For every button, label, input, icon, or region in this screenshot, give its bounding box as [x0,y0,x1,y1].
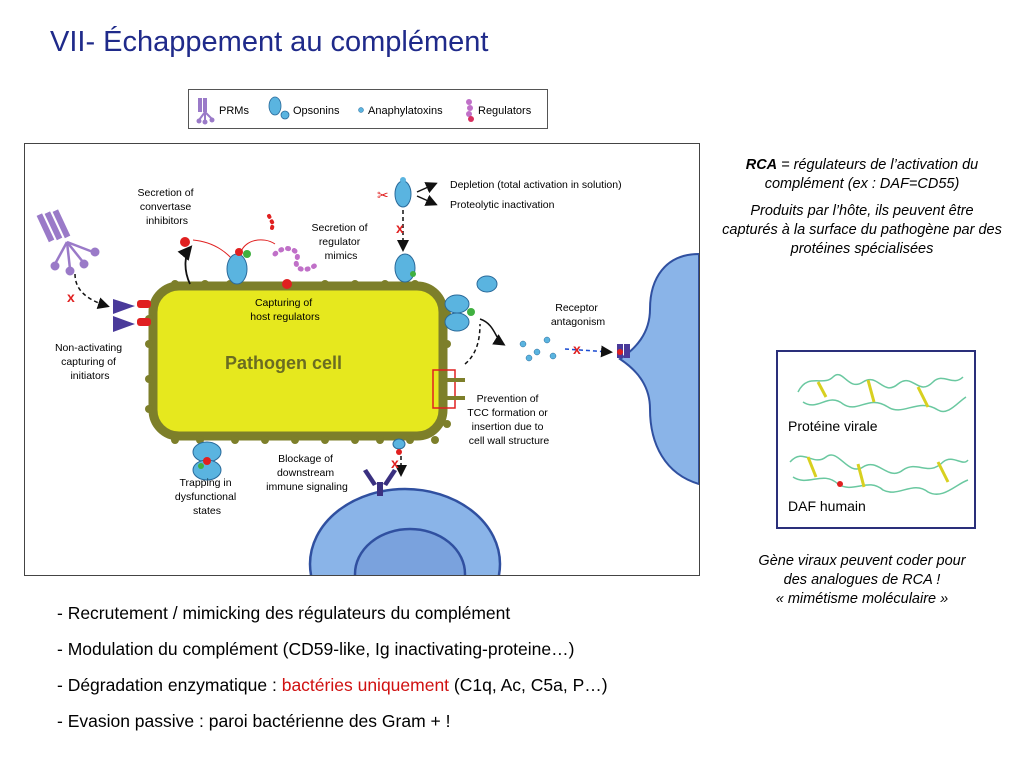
viral-protein-structure [797,374,967,413]
opsonin-icon [268,96,290,120]
host-products-text: Produits par l’hôte, ils peuvent être ca… [722,203,1002,257]
regulator-icon [466,99,474,122]
legend-label-opsonins: Opsonins [293,105,340,117]
regulator-mimic [272,246,320,272]
block-mark-prm: x [67,289,75,305]
receptor-label: Receptor antagonism [551,302,606,328]
capturing-host-label: Capturing of host regulators [250,297,319,323]
bullet-recruitment: - Recrutement / mimicking des régulateur… [57,603,511,623]
opsonin-depletion [394,177,412,208]
regulator-fragment [267,214,276,234]
protein-structures [789,374,969,495]
mimic-line-1: Gène viraux peuvent coder pour [758,553,966,569]
prm-icon [196,98,215,125]
complement-evasion-diagram: Pathogen cell x Non-activating capturing… [24,143,700,576]
legend-label-regulators: Regulators [478,105,532,117]
blockage-complex [392,438,406,455]
bullet-list: - Recrutement / mimicking des régulateur… [57,600,608,744]
mimic-line-2: des analogues de RCA ! [783,572,941,588]
non-activating-label: Non-activating capturing of initiators [55,342,125,382]
host-cell-right [618,252,699,486]
opsonin-right-complex [444,275,498,332]
tcc-highlight-box [432,369,456,409]
pathogen-cell [148,281,448,441]
page-title: VII- Échappement au complément [50,26,489,58]
depletion-label: Depletion (total activation in solution) [450,179,622,191]
bullet-degradation: - Dégradation enzymatique : bactéries un… [57,672,608,698]
legend-label-prms: PRMs [219,105,249,117]
proteolytic-label: Proteolytic inactivation [450,199,555,211]
daf-structure [789,454,969,495]
bullet-degradation-highlight: bactéries uniquement [281,675,450,695]
bullet-degradation-pre: - Dégradation enzymatique : [57,675,282,695]
blockage-label: Blockage of downstream immune signaling [266,453,348,493]
bullet-passive-evasion: - Evasion passive : paroi bactérienne de… [57,711,451,731]
opsonin-bound-top-right [394,253,416,283]
viral-protein-label: Protéine virale [788,418,878,434]
host-cell-bottom [308,487,502,575]
block-mark-receptor: x [573,341,581,357]
opsonin-complex-top [226,248,251,285]
rca-description: RCA = régulateurs de l’activation du com… [722,156,1002,267]
legend: PRMs Opsonins Anaphylatoxins Regulators [188,89,548,129]
secretion-mimics-label: Secretion of regulator mimics [312,222,371,262]
bullet-degradation-post: (C1q, Ac, C5a, P…) [449,675,608,695]
rca-definition: RCA = régulateurs de l’activation du com… [722,156,1002,194]
membrane-dots [145,280,451,444]
protein-structure-panel: Protéine virale DAF humain [776,350,976,529]
rca-rest: = régulateurs de l’activation du complém… [764,157,979,192]
prm-receptor [36,209,100,276]
mimic-line-3: « mimétisme moléculaire » [775,591,949,607]
scissors-icon: ✂ [377,187,389,203]
captured-initiator [113,299,151,332]
legend-label-anaphylatoxins: Anaphylatoxins [368,105,443,117]
legend-graphic: PRMs Opsonins Anaphylatoxins Regulators [196,96,532,125]
block-mark-signaling: x [391,455,399,471]
secretion-convertase-label: Secretion of convertase inhibitors [138,187,197,227]
rca-term: RCA [745,157,778,173]
convertase-inhibitor [180,237,190,247]
diagram-svg: Pathogen cell x Non-activating capturing… [36,177,699,575]
block-mark-depletion: x [396,220,404,236]
tcc-complex [443,374,465,406]
prevention-label: Prevention of TCC formation or insertion… [467,393,550,447]
daf-human-label: DAF humain [788,498,866,514]
bullet-modulation: - Modulation du complément (CD59-like, I… [57,639,575,659]
anaphylatoxin-icon [358,107,364,113]
molecular-mimicry-text: Gène viraux peuvent coder pour des analo… [722,552,1002,609]
anaphylatoxins [519,336,557,362]
trapping-label: Trapping in dysfunctional states [175,477,239,517]
regulator-end [282,279,292,289]
host-receptor-y [363,469,397,496]
trapped-opsonin [192,441,222,481]
pathogen-label: Pathogen cell [225,353,342,373]
receptor-antagonist [617,344,630,358]
